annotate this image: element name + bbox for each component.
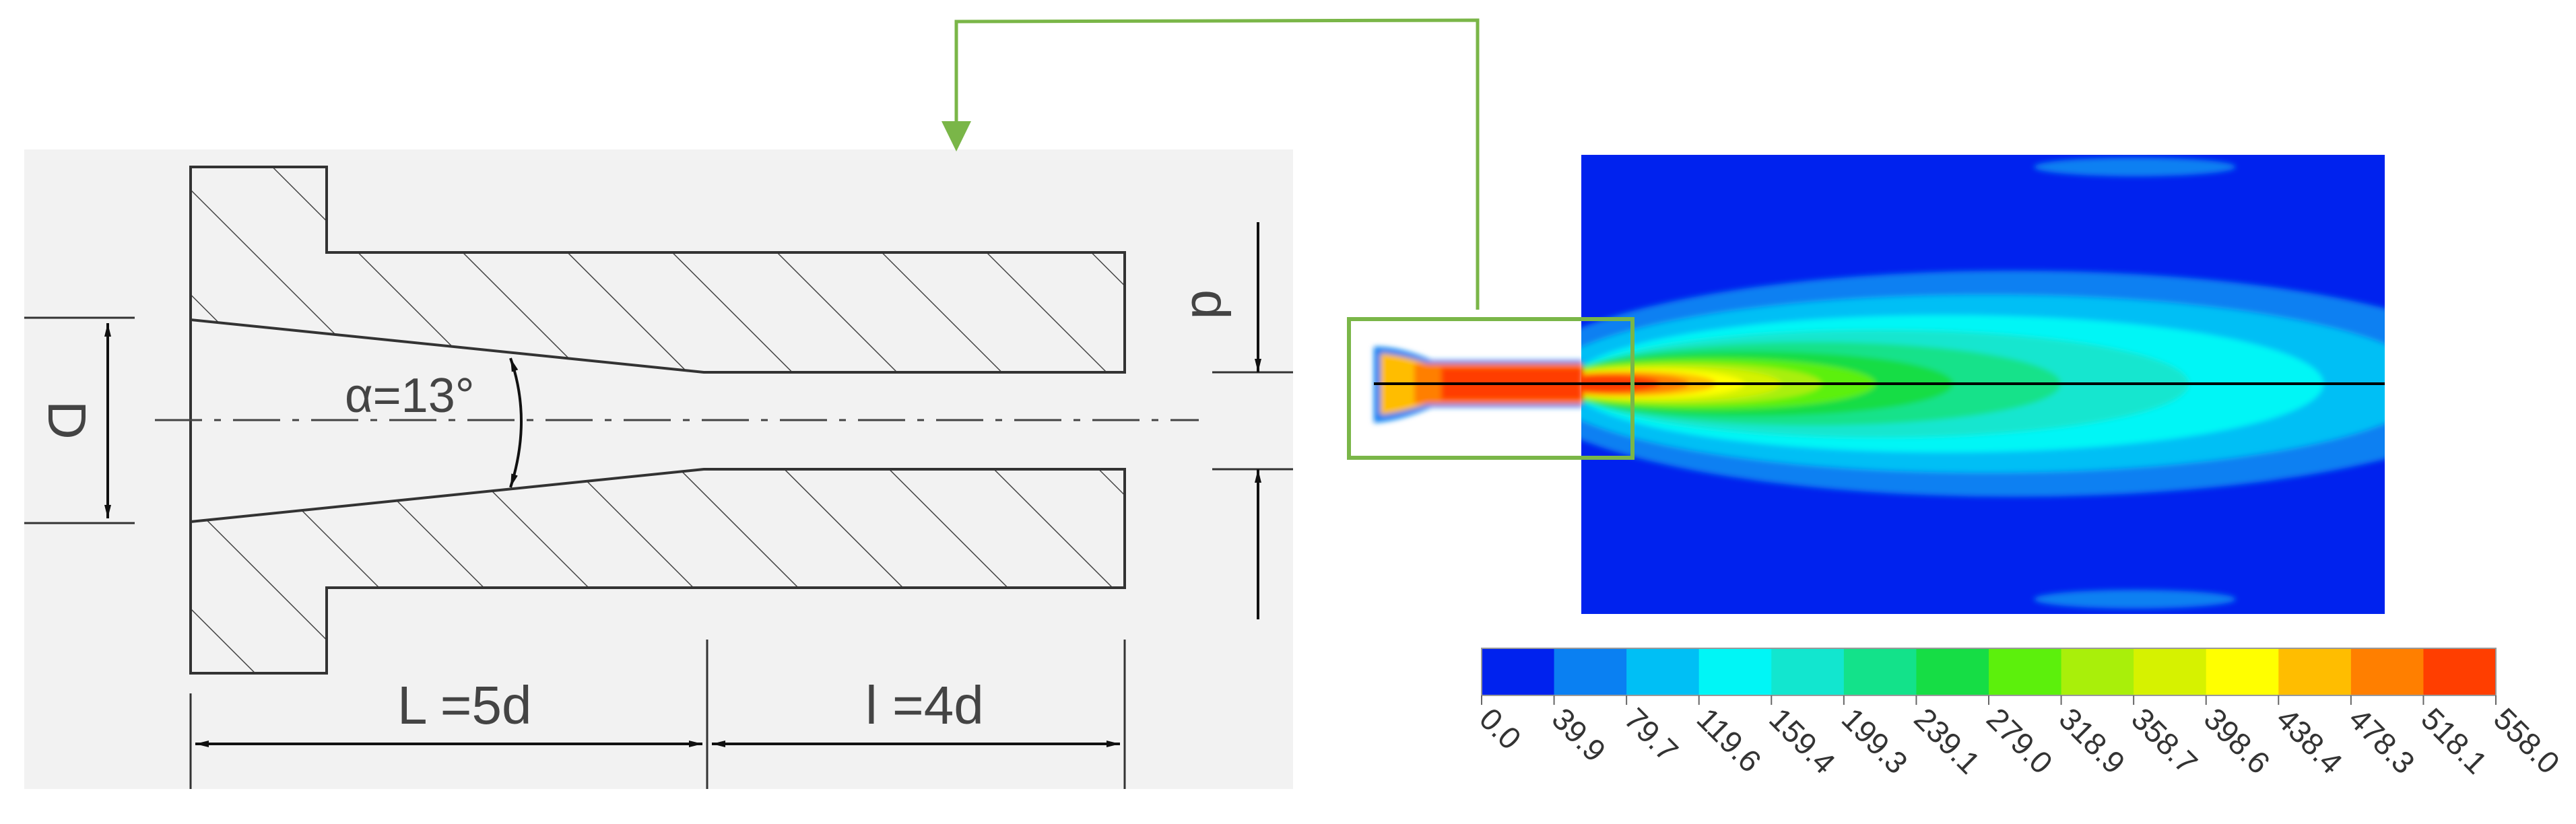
nozzle-drawing: D α=13° d L =5d l =4d [24, 149, 1293, 789]
dimension-d-label: d [1181, 289, 1241, 320]
connector-arrowhead [942, 121, 971, 151]
legend-swatch [1698, 648, 1772, 695]
dimension-D-label: D [37, 401, 97, 440]
legend-tick-label: 0.0 [1473, 701, 1528, 756]
legend-swatch [1626, 648, 1700, 695]
legend-tick-label: 398.6 [2198, 701, 2277, 780]
legend-swatch [1554, 648, 1627, 695]
legend-swatch [1916, 648, 1989, 695]
legend-swatch [2350, 648, 2424, 695]
nozzle-highlight-box [1347, 317, 1634, 460]
legend-tick-label: 119.6 [1690, 701, 1769, 779]
angle-annotation: α=13° [345, 357, 523, 488]
length-l-label: l =4d [865, 675, 984, 735]
legend-tick-label: 79.7 [1618, 701, 1685, 768]
legend-tick-label: 239.1 [1907, 701, 1987, 780]
dimension-d: d [1181, 222, 1293, 619]
legend-tick-label: 358.7 [2125, 701, 2204, 780]
nozzle-lower-wall [189, 468, 1126, 675]
legend-tick-label: 318.9 [2053, 701, 2132, 780]
legend-swatch [2423, 648, 2497, 695]
length-dimensions: L =5d l =4d [189, 640, 1126, 789]
legend-swatch [2206, 648, 2279, 695]
legend-swatch [1482, 648, 1555, 695]
connector-line [954, 18, 1480, 310]
legend-tick-label: 518.1 [2414, 701, 2494, 780]
legend-tick-label: 279.0 [1980, 701, 2059, 780]
legend-tick-label: 558.0 [2487, 701, 2567, 780]
nozzle-upper-wall [189, 166, 1126, 374]
legend-tick-label: 159.4 [1762, 701, 1842, 780]
legend-tick-label: 478.3 [2342, 701, 2422, 780]
legend-swatch [2134, 648, 2207, 695]
legend-tick-label: 199.3 [1835, 701, 1915, 780]
legend-tick-label: 39.9 [1546, 701, 1613, 768]
legend-swatch [1843, 648, 1917, 695]
legend-tick-label: 438.4 [2270, 701, 2349, 780]
length-L-label: L =5d [397, 675, 531, 735]
legend-swatch [2278, 648, 2352, 695]
angle-label: α=13° [345, 369, 475, 423]
legend-swatch [2061, 648, 2134, 695]
legend-swatch [1771, 648, 1845, 695]
dimension-D: D [24, 316, 135, 524]
legend-swatch [1989, 648, 2062, 695]
